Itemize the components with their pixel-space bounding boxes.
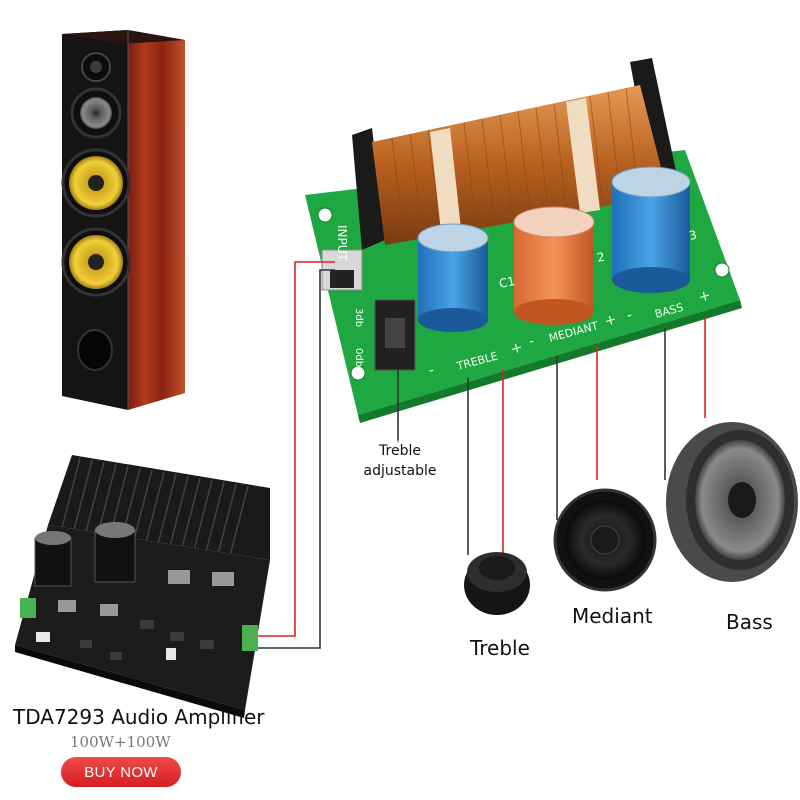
board-plus-3: + [697, 287, 712, 305]
product-title: TDA7293 Audio Amplifier [13, 705, 265, 729]
board-c1-label: C1 [498, 274, 517, 291]
signal-wires [255, 261, 706, 649]
treble-adjustable-callout: Treble adjustable [350, 441, 450, 481]
bass-driver [666, 422, 798, 582]
board-minus-3: - [625, 307, 634, 324]
board-c2-label: 2 [596, 250, 606, 265]
board-minus-2: - [527, 333, 536, 350]
callout-line-1: Treble [379, 443, 421, 459]
board-input-label: INPUT [335, 225, 349, 262]
board-3db-label: 3db [353, 308, 364, 327]
treble-speaker-label: Treble [470, 636, 530, 660]
treble-driver [464, 552, 530, 615]
bass-speaker-label: Bass [726, 610, 773, 634]
board-plus-2: + [603, 311, 618, 329]
board-plus-1: + [509, 339, 524, 357]
callout-line-2: adjustable [363, 463, 437, 479]
buy-now-button[interactable]: BUY NOW [61, 757, 181, 787]
mediant-speaker-label: Mediant [572, 604, 653, 628]
amplifier-board [15, 455, 270, 718]
crossover-board [305, 58, 742, 423]
tower-speaker [61, 30, 185, 410]
board-minus-1: - [427, 362, 436, 379]
board-c3-label: 3 [688, 228, 698, 243]
mediant-driver [553, 488, 657, 592]
board-0db-label: 0db [353, 348, 364, 367]
product-power: 100W+100W [70, 733, 171, 751]
